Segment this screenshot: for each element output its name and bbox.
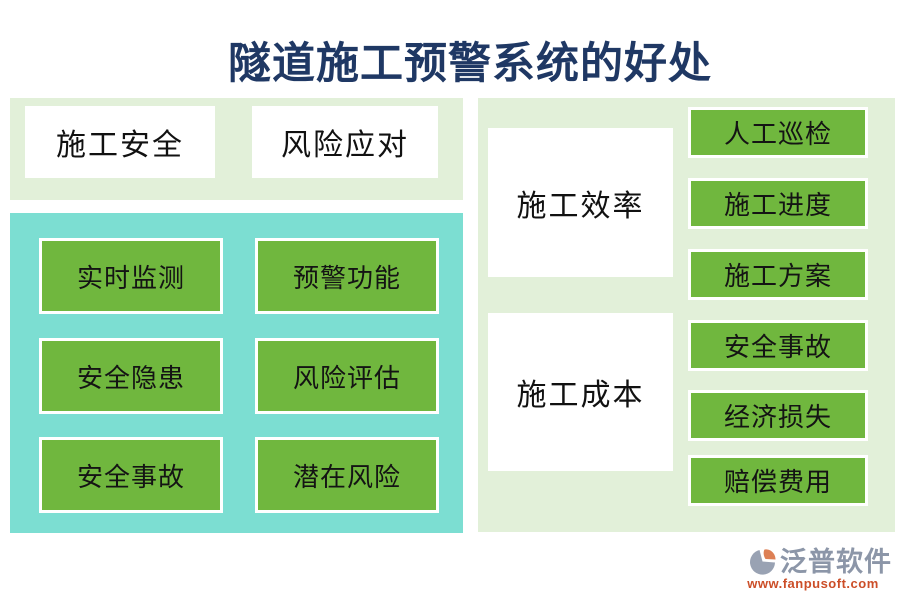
item-box-construction-plan: 施工方案 xyxy=(688,249,868,300)
panel-left-items: 实时监测 预警功能 安全隐患 风险评估 安全事故 潜在风险 xyxy=(10,213,463,533)
category-box-risk-response: 风险应对 xyxy=(252,106,438,178)
item-box-safety-accident-cost: 安全事故 xyxy=(688,320,868,371)
item-box-economic-loss: 经济损失 xyxy=(688,390,868,441)
item-box-construction-progress: 施工进度 xyxy=(688,178,868,229)
item-box-safety-accident: 安全事故 xyxy=(39,437,223,513)
item-box-compensation-fee: 赔偿费用 xyxy=(688,455,868,506)
item-box-potential-risk: 潜在风险 xyxy=(255,437,439,513)
item-box-warning-function: 预警功能 xyxy=(255,238,439,314)
category-box-construction-cost: 施工成本 xyxy=(488,313,673,471)
brand-footer: 泛普软件 www.fanpusoft.com xyxy=(692,546,892,591)
panel-left-categories: 施工安全 风险应对 xyxy=(10,98,463,200)
item-box-manual-inspection: 人工巡检 xyxy=(688,107,868,158)
panel-right: 施工效率 施工成本 人工巡检 施工进度 施工方案 安全事故 经济损失 赔偿费用 xyxy=(478,98,895,532)
fanpu-logo-icon xyxy=(748,547,778,577)
brand-url: www.fanpusoft.com xyxy=(747,576,879,591)
item-box-safety-hazard: 安全隐患 xyxy=(39,338,223,414)
item-box-realtime-monitoring: 实时监测 xyxy=(39,238,223,314)
page-title: 隧道施工预警系统的好处 xyxy=(228,41,712,88)
item-box-risk-assessment: 风险评估 xyxy=(255,338,439,414)
category-box-construction-efficiency: 施工效率 xyxy=(488,128,673,277)
category-box-construction-safety: 施工安全 xyxy=(25,106,215,178)
brand-name: 泛普软件 xyxy=(780,547,892,577)
